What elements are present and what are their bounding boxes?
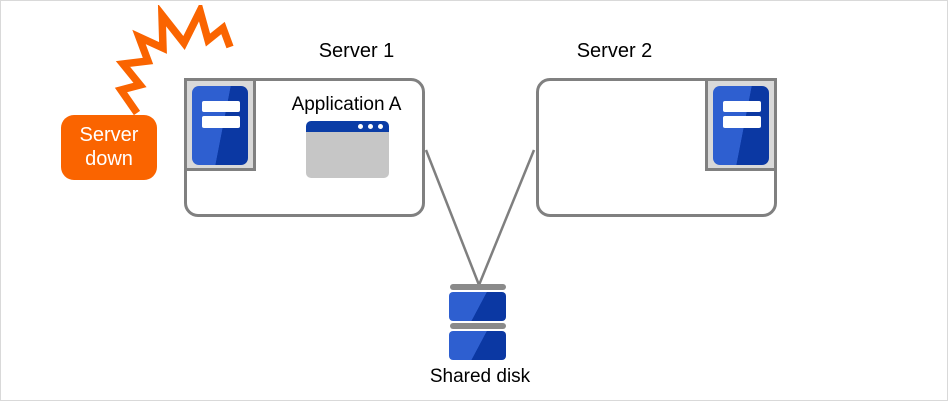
shared-disk-icon bbox=[449, 284, 506, 362]
disk-platter bbox=[449, 331, 506, 360]
drive-bay-slot bbox=[202, 101, 240, 112]
drive-bay-slot bbox=[723, 116, 761, 128]
connector-server1-disk bbox=[424, 149, 481, 286]
crash-flash-icon bbox=[114, 5, 234, 116]
window-dot-icon bbox=[378, 124, 383, 129]
application-window-icon bbox=[306, 121, 389, 178]
server-down-text-line1: Server bbox=[79, 123, 139, 146]
tower-body bbox=[192, 86, 248, 165]
server1-label: Server 1 bbox=[318, 40, 395, 62]
tower-body bbox=[713, 86, 769, 165]
window-titlebar bbox=[306, 121, 389, 132]
drive-bay-slot bbox=[202, 116, 240, 128]
window-dot-icon bbox=[368, 124, 373, 129]
window-body bbox=[306, 132, 389, 178]
server-down-callout: Server down bbox=[61, 115, 157, 180]
disk-platter bbox=[449, 292, 506, 321]
disk-connector-bar bbox=[449, 323, 506, 329]
connector-server2-disk bbox=[477, 149, 536, 286]
server1-tower-server-icon bbox=[184, 78, 256, 171]
server2-label: Server 2 bbox=[576, 40, 653, 62]
shared-disk-label: Shared disk bbox=[429, 366, 531, 387]
application-a-label: Application A bbox=[291, 94, 402, 115]
server-down-text-line2: down bbox=[85, 147, 133, 170]
disk-connector-bar bbox=[449, 284, 506, 290]
server2-tower-server-icon bbox=[705, 78, 777, 171]
drive-bay-slot bbox=[723, 101, 761, 112]
window-dot-icon bbox=[358, 124, 363, 129]
